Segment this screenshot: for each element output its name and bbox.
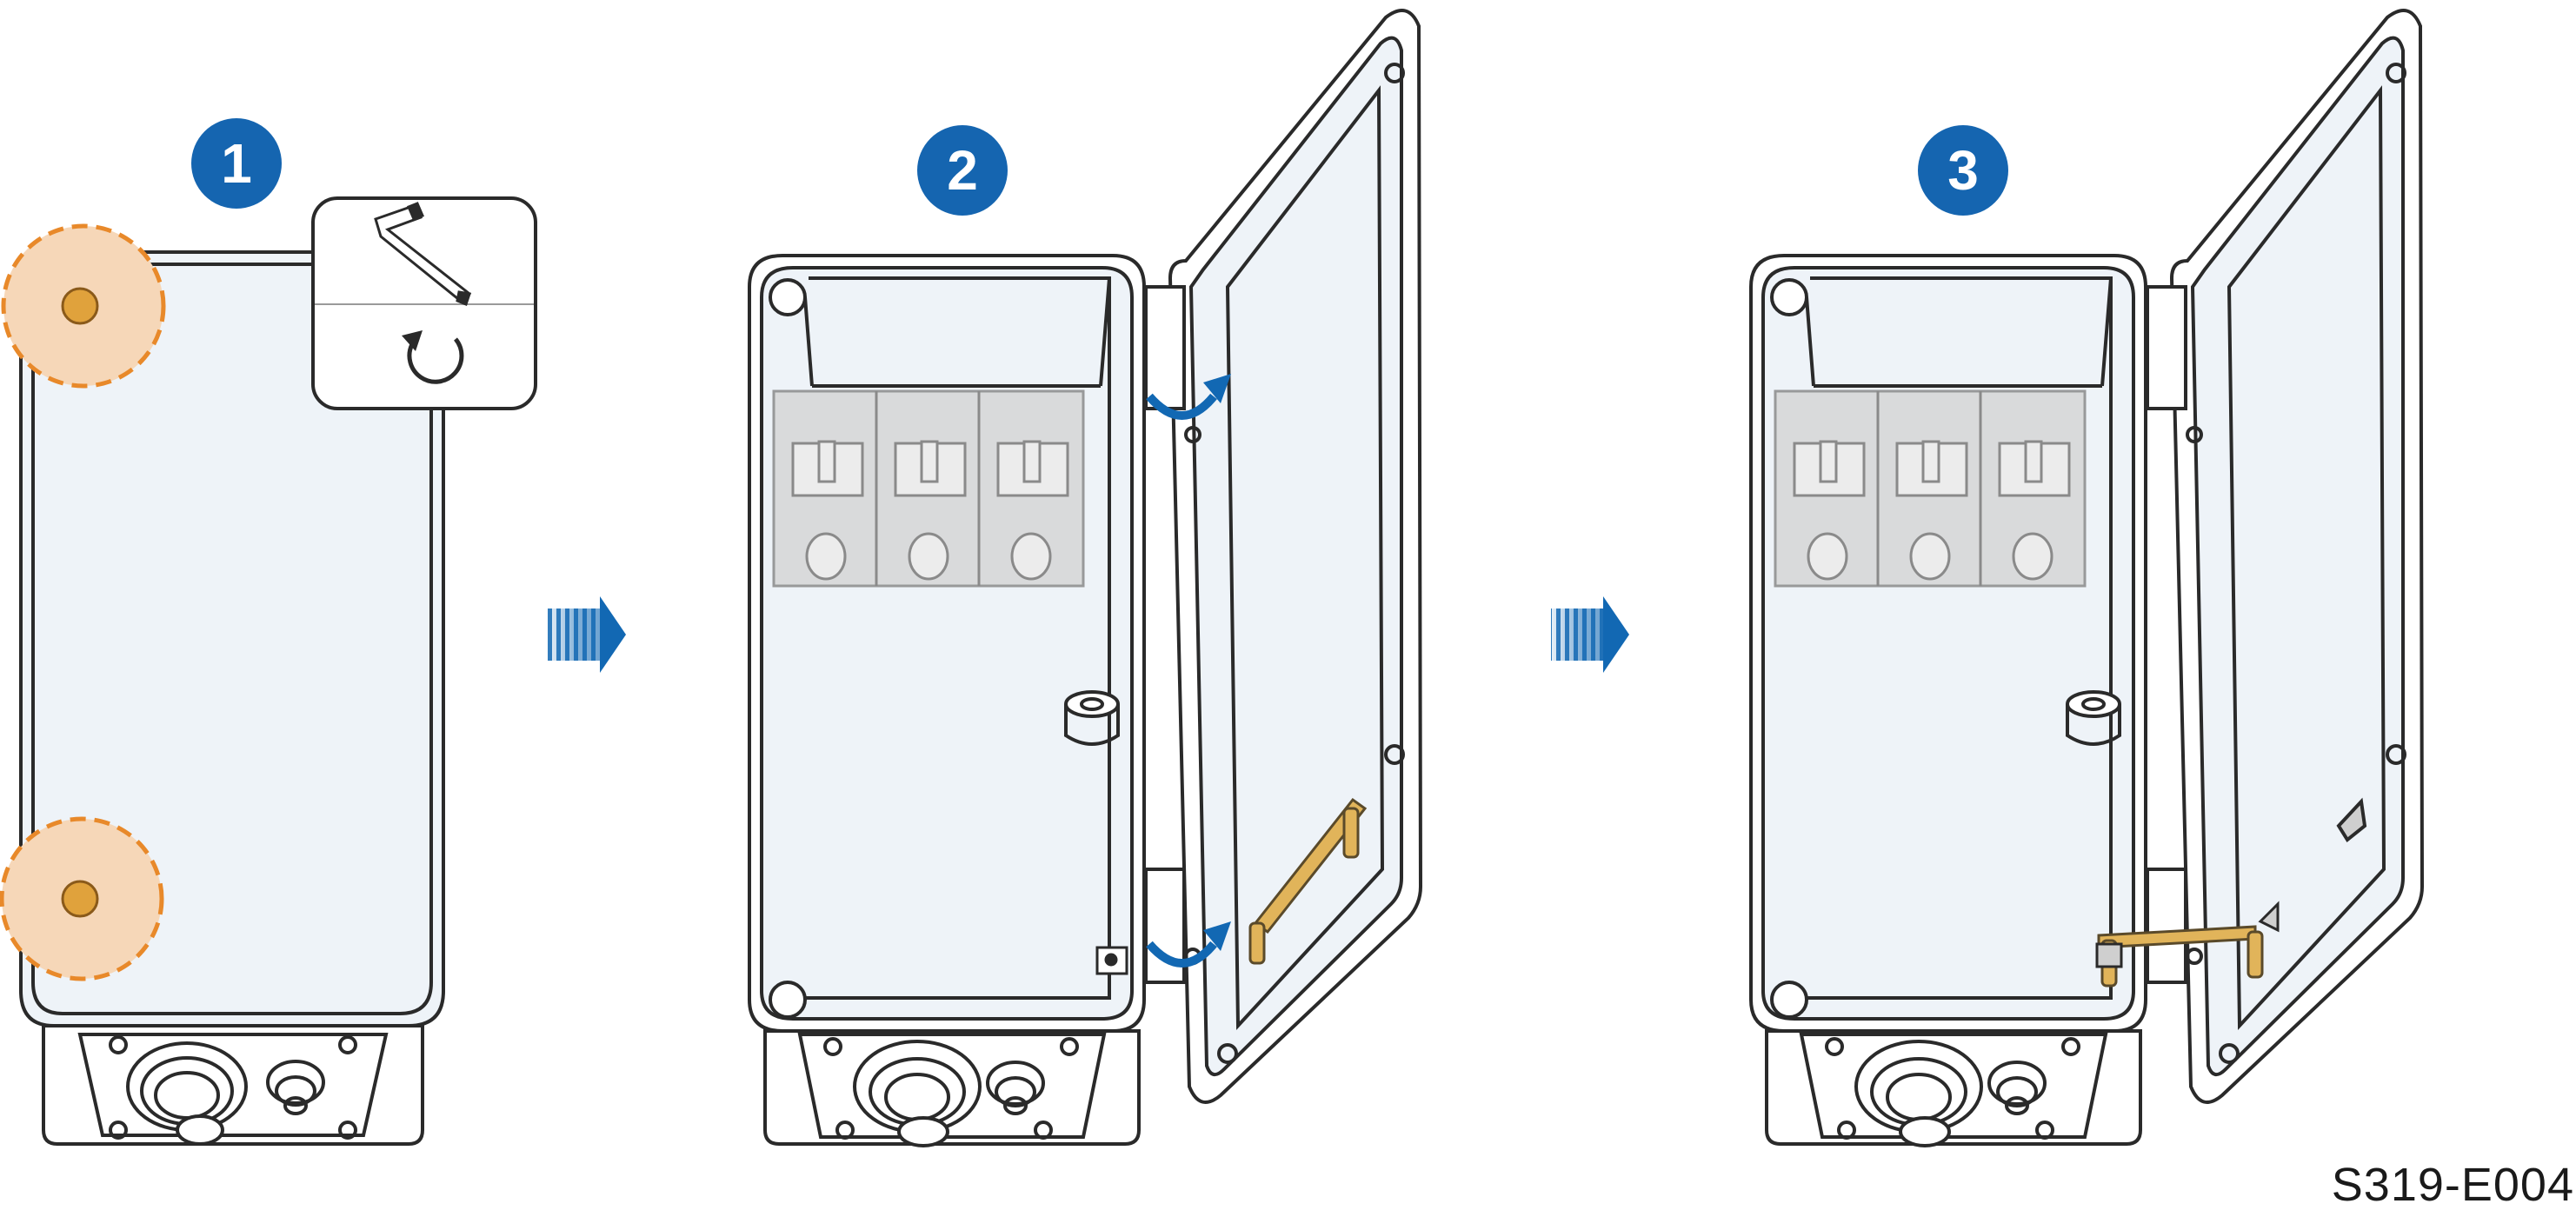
step-1-label: 1 [221, 132, 252, 195]
terminal-block [772, 389, 1085, 588]
step-1-badge: 1 [191, 118, 282, 209]
enclosure-open-body [748, 254, 1146, 1147]
tool-callout [311, 196, 537, 410]
step-3-badge: 3 [1918, 125, 2008, 216]
figure-code: S319-E004 [2331, 1159, 2574, 1211]
next-step-arrow-icon [548, 596, 626, 673]
hinge-rotate-arrow-bottom [1146, 921, 1231, 968]
top-screw-highlight [1, 223, 166, 389]
step-2-label: 2 [947, 139, 978, 202]
bracket-part [1248, 797, 1368, 965]
hex-key-icon [374, 202, 472, 306]
next-step-arrow-icon-2 [1551, 596, 1629, 673]
bracket-installed [2095, 901, 2280, 988]
hinge-rotate-arrow-top [1146, 374, 1231, 420]
step-2-badge: 2 [917, 125, 1008, 216]
step-3-panel: 3 [1749, 9, 2425, 1147]
rotate-counterclockwise-icon [402, 330, 464, 384]
open-door-3 [2146, 9, 2425, 1104]
enclosure-open-body-3 [1749, 254, 2147, 1147]
open-door [1144, 9, 1423, 1104]
latch [1095, 946, 1128, 975]
step-1-panel: 1 [0, 118, 537, 1146]
terminal-block-3 [1774, 389, 2087, 588]
step-2-panel: 2 [748, 9, 1423, 1147]
step-3-label: 3 [1947, 139, 1979, 202]
bottom-screw-highlight [0, 816, 164, 981]
